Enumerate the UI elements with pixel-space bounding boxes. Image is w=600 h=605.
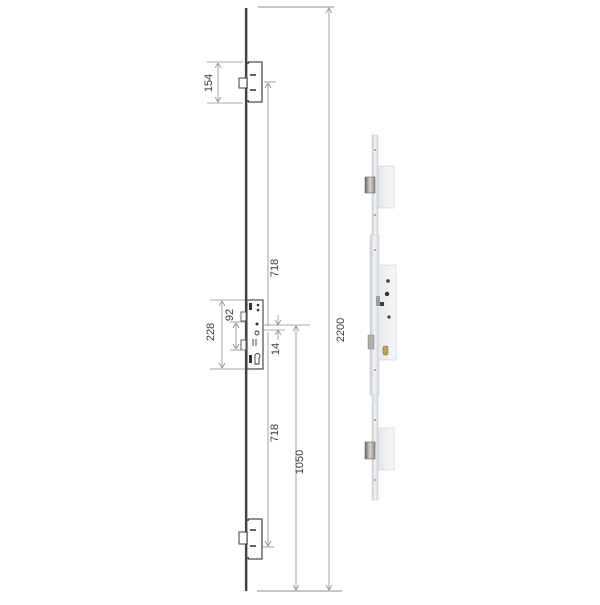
label-718-upper: 718 [269, 258, 282, 278]
dim-154 [207, 61, 243, 104]
dim-92 [230, 321, 245, 351]
label-154: 154 [203, 73, 216, 93]
bottom-hook-bolt [238, 518, 263, 560]
label-228: 228 [205, 322, 218, 342]
reference-lines [257, 6, 342, 592]
lock-photo-svg [364, 134, 397, 501]
dim-718-upper [264, 81, 276, 326]
dim-14 [264, 315, 310, 340]
dim-1050 [292, 325, 300, 591]
label-718-lower: 718 [269, 423, 282, 443]
center-gearbox [240, 299, 264, 370]
label-92: 92 [224, 308, 237, 322]
dim-718-lower [262, 332, 274, 548]
dim-228 [210, 299, 245, 370]
label-2200: 2200 [335, 317, 348, 343]
label-14: 14 [270, 342, 283, 356]
dim-2200 [325, 7, 333, 591]
top-hook-bolt [238, 61, 263, 103]
label-1050: 1050 [294, 449, 307, 475]
product-photo [355, 130, 415, 505]
